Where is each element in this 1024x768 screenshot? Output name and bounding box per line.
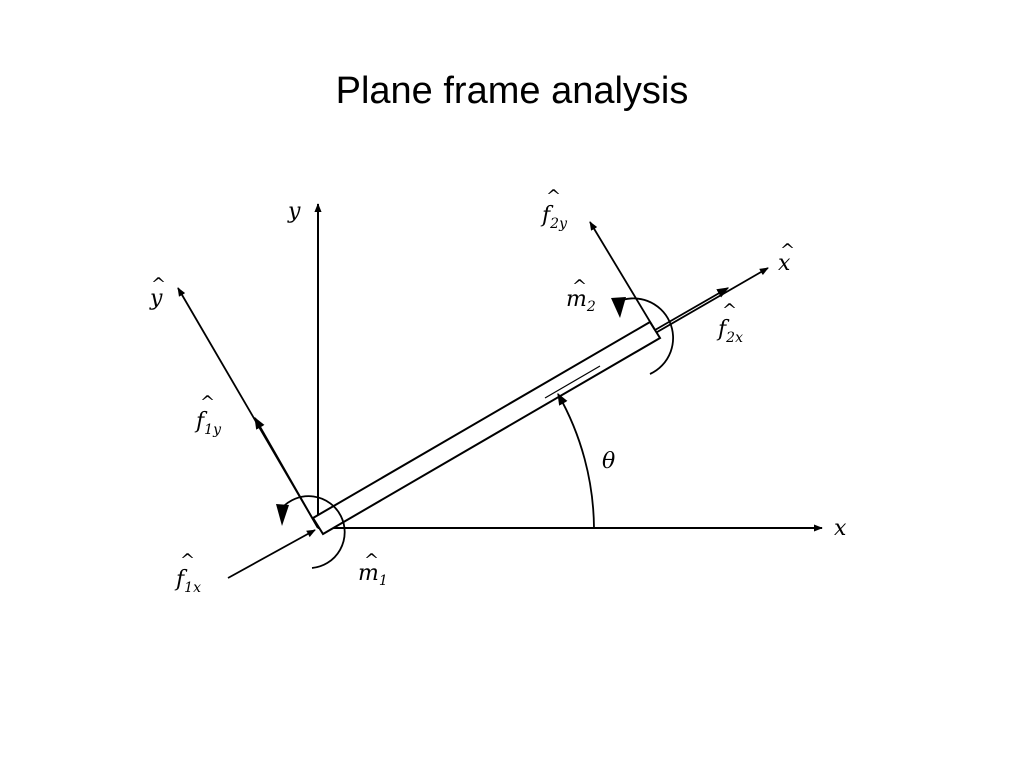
x-hat-mark: ^ <box>780 240 795 261</box>
y-hat-label: y <box>149 286 163 311</box>
m1-hat: ^ <box>364 550 379 571</box>
y-hat-mark: ^ <box>151 274 166 295</box>
theta-arc <box>557 392 595 529</box>
f2y-label: f2y <box>540 203 568 232</box>
moment-m1-arrowhead <box>276 504 289 526</box>
moment-m2-arc <box>616 297 674 375</box>
frame-member <box>311 320 662 536</box>
m2-label: m2 <box>566 287 596 315</box>
f1x-arrow <box>227 529 316 579</box>
x-hat-label: x <box>778 251 791 276</box>
member-detail-line <box>544 365 601 399</box>
f2y-arrow <box>589 221 656 331</box>
f2y-hat: ^ <box>546 186 561 207</box>
m1-label: m1 <box>358 561 388 589</box>
f1y-label: f1y <box>194 409 222 438</box>
f2x-hat: ^ <box>722 300 737 321</box>
f1x-hat: ^ <box>180 550 195 571</box>
f1x-label: f1x <box>174 567 201 596</box>
f1y-hat: ^ <box>200 392 215 413</box>
slide-title: Plane frame analysis <box>335 70 689 112</box>
f2x-label: f2x <box>716 317 743 346</box>
f2x-arrow <box>654 287 730 331</box>
f1y-arrow <box>254 416 319 529</box>
moment-m1-arc <box>281 495 346 569</box>
m2-hat: ^ <box>572 276 587 297</box>
y-axis-label: y <box>287 199 301 224</box>
moment-m2-arrowhead <box>611 297 626 318</box>
theta-label: θ <box>602 449 615 474</box>
x-axis-label: x <box>834 516 847 541</box>
